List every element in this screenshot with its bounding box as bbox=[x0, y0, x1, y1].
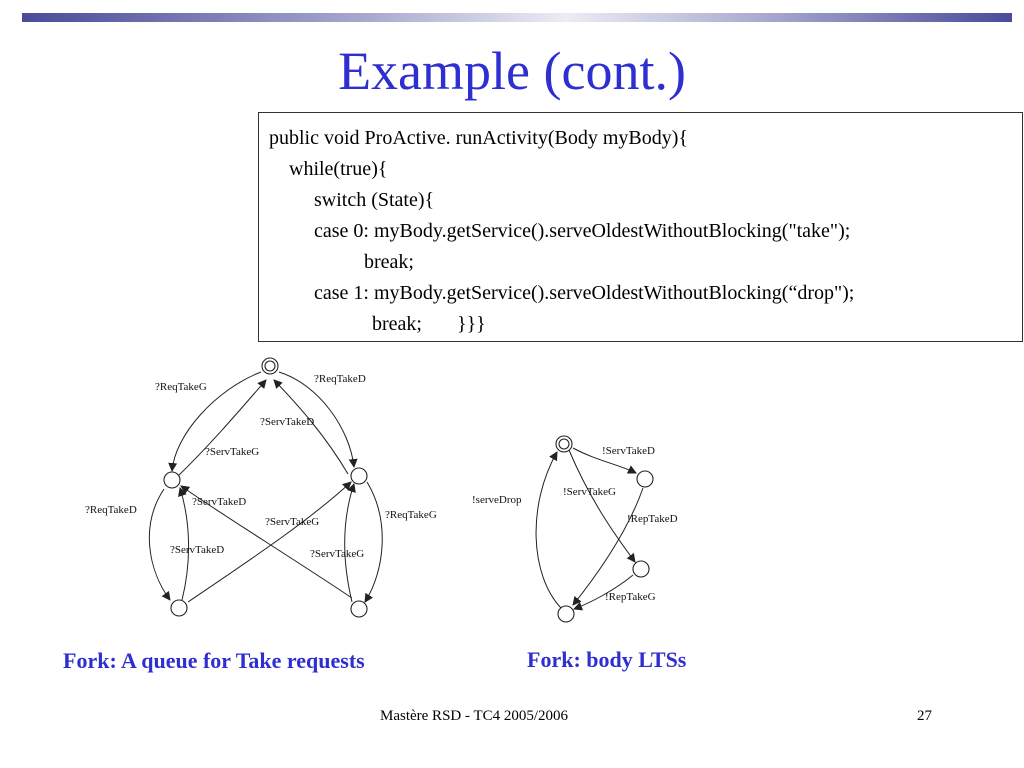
edge-serv-take-g-emit bbox=[568, 449, 636, 563]
edge-serv-take-d-emit bbox=[572, 447, 637, 474]
label-req-take-d-top: ?ReqTakeD bbox=[314, 373, 366, 385]
label-req-take-g-right: ?ReqTakeG bbox=[385, 509, 437, 521]
edge-serv-take-d-top bbox=[273, 379, 349, 475]
code-line-6: case 1: myBody.getService().serveOldestW… bbox=[314, 282, 855, 304]
label-req-take-d-left: ?ReqTakeD bbox=[85, 504, 137, 516]
caption-queue: Fork: A queue for Take requests bbox=[63, 648, 365, 673]
edge-serv-take-g-cross bbox=[187, 481, 352, 603]
label-serv-take-g-mid: ?ServTakeG bbox=[205, 446, 259, 458]
edge-req-take-d-left bbox=[148, 488, 171, 601]
state-initial-inner bbox=[264, 360, 276, 372]
label-serv-take-d-emit: !ServTakeD bbox=[602, 445, 655, 457]
label-serv-take-g-bottom: ?ServTakeG bbox=[310, 548, 364, 560]
label-req-take-g-top: ?ReqTakeG bbox=[155, 381, 207, 393]
label-serve-drop: !serveDrop bbox=[472, 494, 522, 506]
edge-rep-take-d bbox=[572, 487, 644, 606]
edge-serve-drop bbox=[535, 451, 562, 609]
edge-req-take-d-top bbox=[278, 371, 358, 468]
caption-body-lts: Fork: body LTSs bbox=[527, 647, 687, 672]
label-serv-take-d-top: ?ServTakeD bbox=[260, 416, 314, 428]
footer-course: Mastère RSD - TC4 2005/2006 bbox=[380, 708, 569, 724]
code-line-4: case 0: myBody.getService().serveOldestW… bbox=[314, 220, 851, 242]
state-right bbox=[350, 467, 368, 485]
title-decoration-bar bbox=[22, 13, 1012, 22]
edge-serv-take-g-bottom bbox=[344, 483, 356, 603]
label-rep-take-g: !RepTakeG bbox=[605, 591, 656, 603]
footer-page-number: 27 bbox=[917, 708, 932, 724]
edge-serv-take-g-mid bbox=[177, 379, 267, 477]
edge-serv-take-d-bottom bbox=[178, 487, 190, 601]
body-state-initial-inner bbox=[558, 438, 570, 450]
queue-lts-diagram: ?ReqTakeG ?ReqTakeD ?ServTakeD ?ServTake… bbox=[85, 357, 437, 618]
code-line-7: break; }}} bbox=[372, 313, 486, 335]
label-serv-take-d-bottom: ?ServTakeD bbox=[170, 544, 224, 556]
edge-req-take-g-top bbox=[168, 371, 262, 472]
body-state-serving-d bbox=[636, 470, 654, 488]
label-serv-take-g-cross: ?ServTakeG bbox=[265, 516, 319, 528]
edge-rep-take-g bbox=[573, 574, 634, 611]
state-bottom-left bbox=[170, 599, 188, 617]
code-line-3: switch (State){ bbox=[314, 189, 435, 211]
body-state-serve-drop bbox=[557, 605, 575, 623]
label-serv-take-d-cross: ?ServTakeD bbox=[192, 496, 246, 508]
state-left bbox=[163, 471, 181, 489]
edge-req-take-g-right bbox=[364, 481, 383, 603]
label-serv-take-g-emit: !ServTakeG bbox=[563, 486, 616, 498]
code-box: public void ProActive. runActivity(Body … bbox=[258, 112, 1023, 342]
edge-serv-take-d-cross bbox=[180, 485, 353, 599]
code-line-2: while(true){ bbox=[289, 158, 388, 180]
code-line-5: break; bbox=[364, 251, 414, 273]
state-bottom-right bbox=[350, 600, 368, 618]
body-lts-diagram: !ServTakeD !serveDrop !ServTakeG !RepTak… bbox=[472, 435, 678, 623]
code-line-1: public void ProActive. runActivity(Body … bbox=[269, 127, 689, 149]
label-rep-take-d: !RepTakeD bbox=[627, 513, 678, 525]
slide-title: Example (cont.) bbox=[338, 41, 686, 101]
body-state-serving-g bbox=[632, 560, 650, 578]
